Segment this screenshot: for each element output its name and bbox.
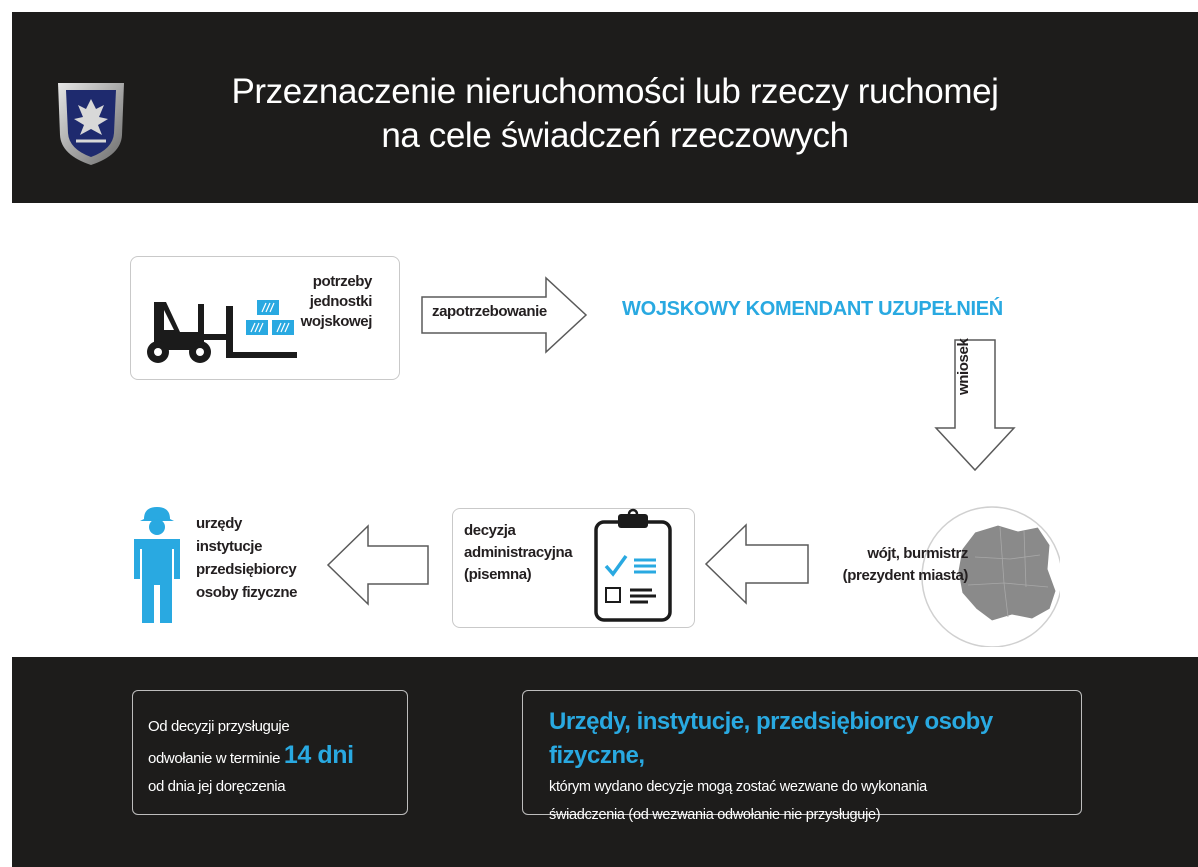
arrow-down-icon bbox=[934, 339, 1016, 472]
appeal-line-1: Od decyzji przysługuje bbox=[148, 718, 290, 735]
mayor-line-2: (prezydent miasta) bbox=[842, 567, 969, 584]
appeal-info-box: Od decyzji przysługuje odwołanie w termi… bbox=[132, 690, 408, 815]
header-bar bbox=[12, 12, 1198, 203]
person-icon bbox=[134, 507, 180, 623]
appeal-deadline: 14 dni bbox=[283, 741, 354, 769]
recipients-line-2: instytucje bbox=[196, 538, 263, 555]
entities-text: którym wydano decyzje mogą zostać wezwan… bbox=[549, 773, 1081, 829]
entities-info-box: Urzędy, instytucje, przedsiębiorcy osoby… bbox=[522, 690, 1082, 823]
entities-heading: Urzędy, instytucje, przedsiębiorcy osoby… bbox=[549, 708, 993, 769]
appeal-line-2: odwołanie w terminie 14 dni bbox=[148, 741, 407, 773]
mayor-line-1: wójt, burmistrz bbox=[867, 545, 968, 562]
clipboard-checklist-icon bbox=[594, 508, 672, 622]
mayor-label: wójt, burmistrz (prezydent miasta) bbox=[818, 543, 969, 587]
emblem-icon bbox=[58, 83, 124, 165]
arrow-right-icon bbox=[421, 276, 588, 354]
needs-box bbox=[130, 256, 400, 380]
recipients-line-3: przedsiębiorcy bbox=[196, 561, 297, 578]
title-line-2: na cele świadczeń rzeczowych bbox=[381, 116, 849, 155]
poland-map-icon bbox=[921, 506, 1060, 647]
decision-line-1: decyzja bbox=[464, 522, 516, 539]
recipients-label: urzędy instytucje przedsiębiorcy osoby f… bbox=[196, 512, 297, 604]
page-title: Przeznaczenie nieruchomości lub rzeczy r… bbox=[185, 70, 1045, 158]
forklift-icon bbox=[147, 300, 297, 363]
commander-label: WOJSKOWY KOMENDANT UZUPEŁNIEŃ bbox=[622, 298, 1003, 320]
appeal-line-2-text: odwołanie w terminie bbox=[148, 750, 284, 767]
appeal-line-3: od dnia jej doręczenia bbox=[148, 778, 286, 795]
needs-label: potrzeby jednostki wojskowej bbox=[300, 272, 373, 332]
recipients-line-1: urzędy bbox=[196, 515, 242, 532]
application-label: wniosek bbox=[955, 338, 972, 395]
decision-label: decyzja administracyjna (pisemna) bbox=[464, 520, 573, 586]
decision-line-3: (pisemna) bbox=[464, 566, 532, 583]
footer-bar bbox=[12, 657, 1198, 867]
arrow-left-icon bbox=[704, 523, 809, 605]
needs-line-3: wojskowej bbox=[300, 313, 373, 330]
entities-line-2: świadczenia (od wezwania odwołanie nie p… bbox=[549, 807, 881, 823]
title-line-1: Przeznaczenie nieruchomości lub rzeczy r… bbox=[231, 72, 999, 111]
request-label: zapotrzebowanie bbox=[432, 303, 547, 320]
decision-line-2: administracyjna bbox=[464, 544, 573, 561]
arrow-left-icon bbox=[326, 524, 429, 606]
entities-line-1: którym wydano decyzje mogą zostać wezwan… bbox=[549, 779, 927, 795]
needs-line-1: potrzeby bbox=[312, 273, 373, 290]
needs-line-2: jednostki bbox=[309, 293, 373, 310]
recipients-line-4: osoby fizyczne bbox=[196, 584, 298, 601]
